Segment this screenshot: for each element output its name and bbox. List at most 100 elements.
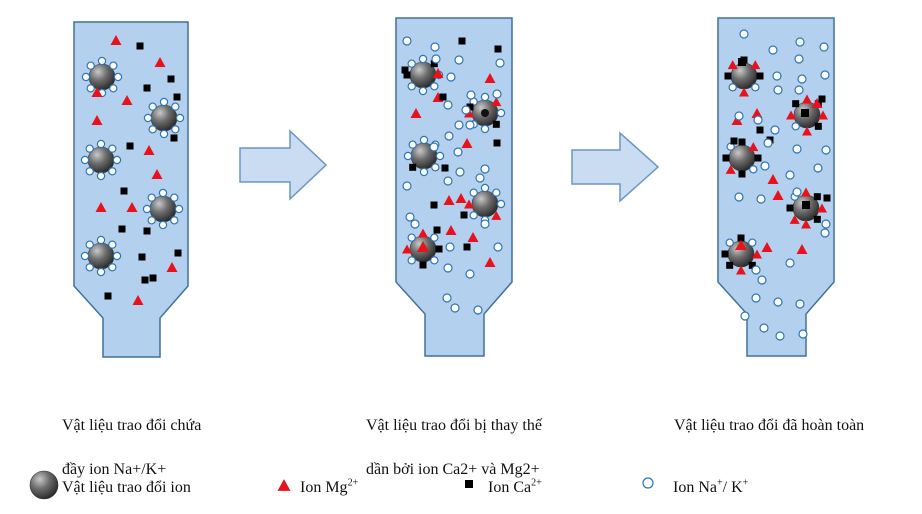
bound-na-ion [749, 165, 758, 174]
bound-mg-ion [748, 142, 759, 152]
bound-na-ion [96, 171, 106, 181]
bound-na-ion [480, 92, 490, 102]
na-ion [492, 89, 502, 99]
na-ion [792, 144, 802, 154]
bound-na-ion [403, 151, 413, 161]
mg-ion [811, 98, 823, 108]
bound-na-ion [496, 108, 506, 118]
bound-ca-ion [754, 154, 762, 162]
mg-ion [132, 295, 144, 305]
bound-na-ion [85, 144, 94, 153]
bound-ca-ion [814, 122, 822, 130]
na-ion [475, 173, 485, 183]
bound-na-ion [108, 144, 117, 153]
na-ion [495, 58, 505, 68]
bound-na-ion [469, 211, 478, 220]
mg-ion [484, 73, 496, 83]
legend-mg-text: Ion Mg [300, 479, 348, 496]
bound-ca-ion [722, 154, 730, 162]
na-ion [480, 164, 490, 174]
bound-na-ion [96, 235, 106, 245]
caption-stage-1-line-1: Vật liệu trao đổi chứa [62, 417, 202, 434]
bound-na-ion [147, 216, 156, 225]
caption-stage-2: Vật liệu trao đổi bị thay thế dần bởi io… [366, 393, 626, 503]
na-ion [770, 125, 780, 135]
mg-ion [143, 145, 155, 155]
bound-ca-ion [738, 138, 746, 146]
ca-ion [138, 253, 146, 261]
na-ion [820, 228, 830, 238]
bound-na-ion [419, 167, 429, 177]
mg-ion [432, 68, 444, 78]
mg-ion [461, 138, 473, 148]
na-ion [740, 311, 750, 321]
na-ion [402, 181, 412, 191]
bound-na-ion [170, 193, 179, 202]
bound-mg-ion [801, 219, 811, 229]
legend-na-label: Ion Na+/ K+ [673, 478, 748, 498]
mg-ion [151, 169, 163, 179]
bound-mg-ion [750, 60, 761, 70]
bound-na-ion [170, 216, 179, 225]
mg-ion [91, 87, 103, 97]
bound-mg-ion [402, 244, 412, 254]
na-ion [751, 265, 761, 275]
bound-mg-ion [802, 94, 812, 104]
ca-ion [433, 226, 441, 234]
na-ion [454, 55, 464, 65]
na-ion [455, 167, 465, 177]
bound-na-ion [175, 113, 185, 123]
na-ion [819, 42, 829, 52]
na-ion [454, 120, 464, 130]
legend-mg-charge: 2+ [347, 477, 359, 489]
na-ion [465, 269, 475, 279]
na-ion [798, 329, 808, 339]
ca-ion [493, 139, 501, 147]
bound-mg-ion [789, 214, 800, 224]
mg-ion [467, 232, 479, 242]
bound-na-ion [85, 263, 94, 272]
na-ion [443, 100, 453, 110]
na-ion [445, 242, 455, 252]
ca-ion [126, 142, 134, 150]
bound-na-ion [480, 124, 490, 134]
bound-ca-ion [403, 71, 411, 79]
bound-na-ion [109, 61, 118, 70]
bound-mg-ion [802, 126, 812, 136]
bound-mg-ion [786, 110, 796, 120]
bound-na-ion [148, 125, 157, 134]
bound-na-ion [108, 263, 117, 272]
mg-ion [121, 95, 133, 105]
bound-na-ion [85, 240, 94, 249]
bound-na-ion [85, 167, 94, 176]
na-ion [442, 293, 452, 303]
bound-na-ion [96, 267, 106, 277]
bound-na-ion [492, 188, 501, 197]
bound-mg-ion [752, 249, 762, 259]
na-ion [429, 142, 439, 152]
ca-ion [120, 187, 128, 195]
bound-na-ion [171, 125, 180, 134]
mg-ion [166, 262, 178, 272]
particle-layer [80, 29, 831, 341]
bound-na-ion [97, 56, 107, 66]
na-ion [473, 305, 483, 315]
ca-ion [458, 37, 466, 45]
mg-ion [484, 257, 496, 267]
ca-ion [441, 164, 449, 172]
ca-ion [439, 93, 447, 101]
bound-na-ion [430, 233, 439, 242]
bound-ca-ion [748, 261, 756, 269]
na-ion [493, 242, 503, 252]
legend-k-charge: + [742, 477, 749, 489]
legend-k-text: / K [722, 479, 743, 496]
bound-na-ion [86, 84, 95, 93]
bound-na-ion [142, 204, 152, 214]
na-ion [402, 36, 412, 46]
mg-ion [443, 195, 455, 205]
bound-na-ion [96, 139, 106, 149]
bound-na-ion [80, 155, 90, 165]
ca-ion [118, 225, 126, 233]
na-ion [760, 161, 770, 171]
mg-ion [95, 202, 107, 212]
